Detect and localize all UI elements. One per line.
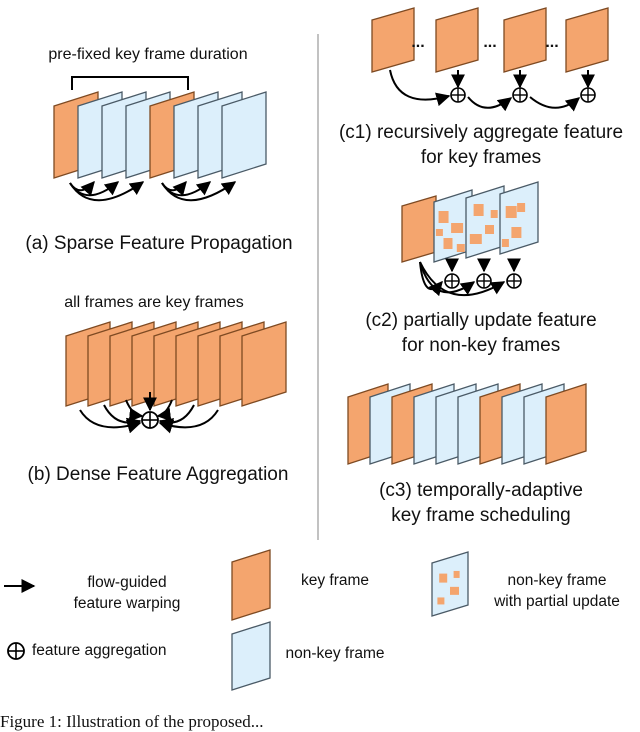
panel-b-top-note: all frames are key frames <box>64 294 244 311</box>
frames-a <box>53 91 267 179</box>
legend-key-frame-icon <box>231 549 271 621</box>
legend-warp-label-line2: feature warping <box>73 595 181 612</box>
figure-caption: Figure 1: Illustration of the proposed..… <box>0 712 264 731</box>
key-frame <box>435 7 479 73</box>
aggregation-symbol <box>580 87 596 103</box>
nonkey-frame <box>221 91 267 179</box>
warp-arrows-c2 <box>419 258 521 297</box>
panel-c3-caption-line1: (c3) temporally-adaptive <box>379 480 583 501</box>
panel-b-caption: (b) Dense Feature Aggregation <box>27 464 289 485</box>
legend-aggregation-icon <box>7 642 25 660</box>
key-frame <box>503 7 547 73</box>
legend <box>4 549 469 691</box>
key-frame <box>401 195 437 263</box>
legend-nonkey-partial-icon <box>431 551 469 617</box>
panel-a-sparse-propagation <box>53 76 267 202</box>
warp-arrows-a <box>69 180 237 202</box>
frames-c1 <box>371 7 609 73</box>
legend-partial-label-line1: non-key frame <box>507 572 607 589</box>
key-frame <box>565 7 609 73</box>
frames-c2 <box>401 181 539 263</box>
panel-c3-adaptive-scheduling <box>347 383 587 465</box>
panel-b-dense-aggregation <box>65 321 287 434</box>
panel-c2-caption-line2: for non-key frames <box>401 335 561 356</box>
c1-dots-2: ... <box>483 34 497 51</box>
panel-c1-recursive-aggregation <box>371 7 609 112</box>
nonkey-frame-partial <box>465 185 505 259</box>
aggregation-symbols-c2 <box>444 273 522 289</box>
aggregation-symbol <box>512 87 528 103</box>
aggregation-symbol <box>476 273 492 289</box>
duration-brace <box>71 76 189 90</box>
aggregation-symbol <box>444 273 460 289</box>
legend-nonkey-frame-label: non-key frame <box>285 645 385 662</box>
legend-aggregation-label: feature aggregation <box>32 642 167 659</box>
warp-arrows-c1 <box>389 69 595 112</box>
legend-warp-label-line1: flow-guided <box>87 574 167 591</box>
panel-c3-caption-line2: key frame scheduling <box>391 505 571 526</box>
legend-nonkey-frame-icon <box>231 621 271 691</box>
panel-c2-partial-update <box>401 181 539 297</box>
legend-partial-label-line2: with partial update <box>494 593 620 610</box>
panel-a-top-note: pre-fixed key frame duration <box>48 46 248 63</box>
c1-dots-3: ... <box>545 34 559 51</box>
key-frame <box>241 321 287 407</box>
panel-a-caption: (a) Sparse Feature Propagation <box>25 233 293 254</box>
frames-c3 <box>347 383 587 465</box>
frames-b <box>65 321 287 407</box>
aggregation-symbol <box>450 87 466 103</box>
c1-dots-1: ... <box>411 34 425 51</box>
aggregation-symbol-b <box>141 411 159 429</box>
legend-frame-icons <box>231 549 469 691</box>
nonkey-frame-partial <box>499 181 539 255</box>
panel-c2-caption-line1: (c2) partially update feature <box>365 310 597 331</box>
key-frame <box>545 383 587 465</box>
panel-c1-caption-line2: for key frames <box>420 147 542 168</box>
aggregation-symbol <box>506 273 522 289</box>
warp-arrows-b <box>79 392 219 434</box>
key-frame <box>371 7 415 73</box>
panel-c1-caption-line1: (c1) recursively aggregate feature <box>338 122 624 143</box>
legend-key-frame-label: key frame <box>300 572 370 589</box>
aggregation-symbols-c1 <box>450 87 596 103</box>
